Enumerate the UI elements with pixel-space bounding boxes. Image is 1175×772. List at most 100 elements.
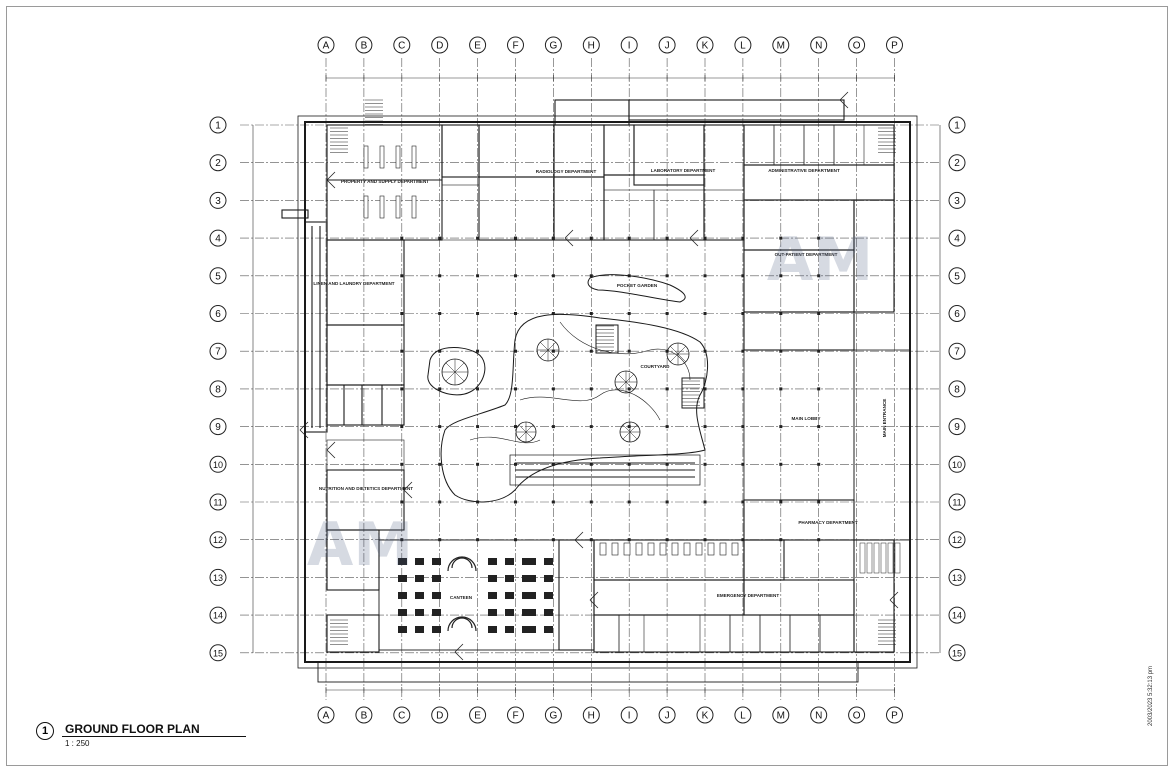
structural-column (703, 462, 707, 466)
grid-bubble (209, 267, 227, 285)
door-swing (889, 591, 899, 609)
stair (878, 127, 896, 153)
storage-shelf (411, 145, 417, 169)
grid-label-row: 15 (952, 648, 962, 658)
structural-column (438, 538, 442, 542)
grid-label-col: E (474, 711, 481, 722)
structural-column (703, 387, 707, 391)
structural-column (817, 462, 821, 466)
grid-bubble (209, 606, 227, 624)
small-room (699, 614, 731, 653)
structural-column (400, 349, 404, 353)
grid-label-col: O (853, 711, 861, 722)
canteen-table (522, 592, 531, 599)
structural-column (741, 312, 745, 315)
grid-label-row: 3 (954, 196, 960, 207)
grid-label-col: G (550, 41, 558, 52)
structural-column (779, 425, 783, 429)
label-laboratory: LABORATORY DEPARTMENT (651, 168, 716, 173)
grid-label-col: F (512, 711, 518, 722)
canteen-table (505, 609, 514, 616)
grid-bubble (734, 36, 752, 54)
small-room (773, 124, 805, 166)
canteen-table (415, 575, 424, 582)
grid-bubble (658, 706, 676, 724)
structural-column (589, 274, 593, 278)
canteen-table (505, 558, 514, 565)
grid-bubble (948, 229, 966, 247)
grid-lines (240, 58, 941, 700)
grid-bubble (431, 36, 449, 54)
canteen-table (432, 575, 441, 582)
structural-column (627, 500, 631, 504)
structural-column (476, 425, 480, 429)
hospital-bed (683, 542, 691, 556)
canteen-table (527, 592, 536, 599)
hospital-bed (695, 542, 703, 556)
structural-column (817, 500, 821, 504)
pharmacy-shelf (894, 542, 901, 574)
structural-column (476, 387, 480, 391)
grid-label-row: 13 (213, 573, 223, 583)
grid-label-col: I (628, 711, 631, 722)
door-swing (299, 421, 309, 439)
door-swing (454, 643, 464, 661)
grid-label-col: O (853, 41, 861, 52)
structural-column (514, 538, 517, 542)
furniture-and-fixtures (299, 91, 901, 661)
grid-label-row: 7 (215, 347, 221, 358)
grid-bubble (469, 706, 487, 724)
hospital-bed (635, 542, 643, 556)
structural-column (665, 387, 669, 391)
canteen-table (488, 558, 497, 565)
grid-bubble (209, 305, 227, 322)
grid-label-row: 1 (215, 121, 221, 132)
grid-bubble (209, 380, 227, 398)
structural-column (438, 236, 442, 240)
structural-column (741, 274, 745, 278)
structural-column (551, 274, 555, 278)
structural-column (703, 274, 707, 278)
grid-bubble (948, 267, 966, 285)
grid-label-col: H (588, 711, 595, 722)
pharmacy-shelf (880, 542, 887, 574)
grid-bubble (209, 342, 227, 360)
grid-bubble (209, 568, 227, 586)
grid-label-row: 10 (213, 460, 223, 470)
wall-layout (281, 99, 918, 683)
grid-bubble (810, 706, 828, 724)
grid-bubble (507, 36, 524, 54)
counter-arc (451, 617, 473, 629)
door-swing (326, 171, 336, 189)
structural-column (779, 312, 783, 315)
grid-label-row: 6 (954, 309, 960, 320)
storage-shelf (395, 145, 401, 169)
structural-column (438, 349, 442, 353)
tree (619, 421, 641, 443)
grid-label-col: P (891, 41, 898, 52)
structural-column (514, 312, 517, 315)
canteen-table (527, 609, 536, 616)
structural-column (817, 425, 821, 429)
tree (515, 421, 537, 443)
grid-label-row: 4 (215, 234, 221, 245)
structural-column (438, 274, 442, 278)
structural-column (627, 538, 631, 542)
label-nutrition: NUTRITION AND DIETETICS DEPARTMENT (319, 486, 413, 491)
watermark-logo: AM (767, 225, 873, 295)
grid-bubble (317, 36, 335, 54)
structural-column (400, 312, 404, 315)
label-admin: ADMINISTRATIVE DEPARTMENT (768, 168, 840, 173)
counter-arc (447, 556, 477, 572)
tree (441, 358, 469, 386)
structural-column (627, 462, 631, 466)
structural-column (400, 425, 404, 429)
grid-label-row: 1 (954, 121, 960, 132)
grid-label-col: L (740, 711, 746, 722)
structural-column (817, 387, 821, 391)
grid-bubble (582, 36, 600, 54)
structural-column (817, 236, 821, 240)
label-main-entrance: MAIN ENTRANCE (882, 399, 887, 438)
grid-bubble (886, 706, 903, 724)
grid-label-col: D (436, 41, 443, 52)
